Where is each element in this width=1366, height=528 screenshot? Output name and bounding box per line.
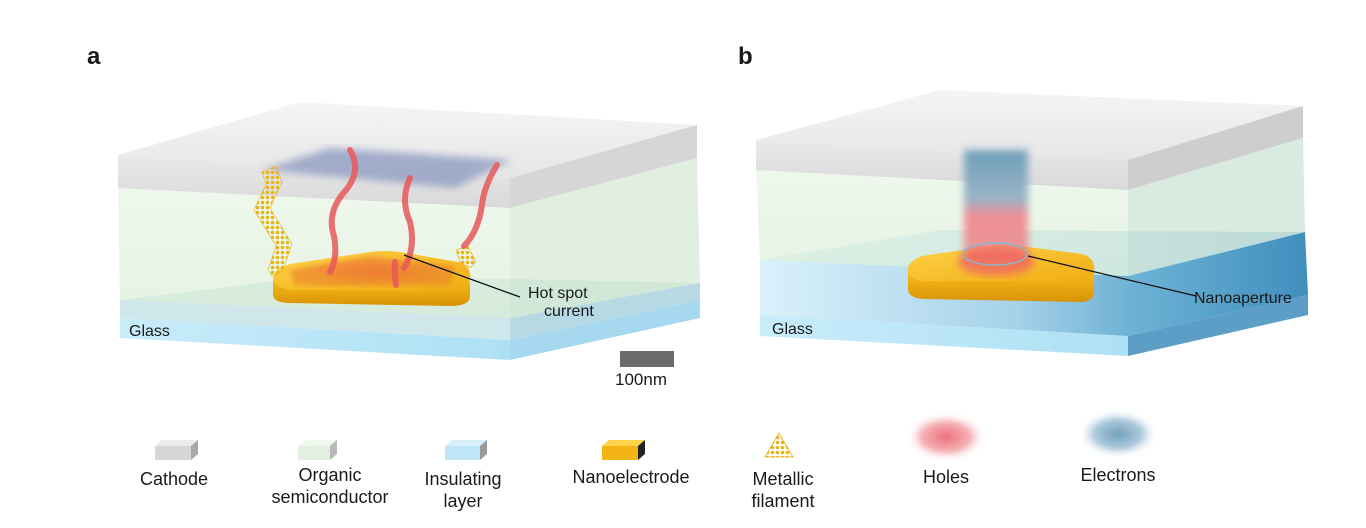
legend-holes-label: Holes [922, 467, 970, 487]
legend-cathode-swatch [155, 440, 198, 460]
panel-b-nanoaperture [962, 242, 1028, 266]
panel-a-callout-line2: current [544, 303, 594, 320]
panel-b-glass-label: Glass [772, 321, 813, 338]
scale-bar [620, 351, 674, 367]
panel-a-insulating-side [510, 283, 700, 340]
panel-b-cathode-side [1128, 106, 1303, 190]
panel-a-electron-cloud [262, 148, 512, 188]
legend-cathode-label: Cathode [139, 469, 209, 489]
legend-electrons-label: Electrons [1080, 465, 1156, 485]
panel-b-glass-side [1128, 295, 1308, 356]
panel-a-glass-side [510, 300, 700, 360]
legend-insulating-swatch [445, 440, 487, 460]
panel-a-hot-spot-filaments [327, 147, 500, 288]
panel-a-glass-front [120, 318, 510, 360]
panel-b-cathode-top [756, 90, 1303, 160]
panel-a-insulating-front [120, 300, 510, 340]
panel-a-cathode-front [118, 155, 510, 208]
legend-nanoelectrode-swatch [602, 440, 645, 460]
panel-a-metallic-filament-left [253, 165, 293, 277]
legend-metallic-filament-swatch [764, 432, 794, 458]
panel-b-callout: Nanoaperture [1194, 290, 1292, 307]
panel-a-letter: a [87, 43, 101, 70]
legend-nanoelectrode-label: Nanoelectrode [572, 467, 690, 487]
panel-b-carrier-beam [964, 150, 1028, 260]
panel-b-insulating-side [1128, 232, 1308, 336]
panel-a-cathode-top [118, 102, 697, 178]
panel-b-diagram [756, 90, 1308, 356]
panel-a-cathode-side [510, 125, 697, 208]
panel-a-glass-label: Glass [129, 323, 170, 340]
panel-b-glass-front [760, 315, 1128, 356]
panel-a-hot-spot-pointer [403, 254, 521, 298]
legend-organic-swatch [298, 440, 337, 460]
panel-a-diagram [118, 102, 700, 360]
panel-b-letter: b [738, 43, 753, 70]
panel-b-nanoaperture-pointer [1027, 255, 1197, 297]
panel-a-callout-line1: Hot spot [528, 285, 588, 302]
legend-organic-label: Organic semiconductor [271, 465, 389, 507]
panel-b-holes-glow [958, 248, 1034, 276]
scale-bar-label: 100nm [615, 370, 667, 389]
panel-a-organic-side [510, 158, 700, 318]
panel-b-organic-side [1128, 138, 1305, 276]
legend-electrons-swatch [1078, 410, 1158, 458]
legend-metallic-filament-label: Metallic filament [751, 469, 815, 511]
legend-insulating-label: Insulating layer [424, 469, 502, 511]
legend-holes-swatch [906, 413, 986, 461]
panel-b-cathode-front [756, 140, 1128, 190]
